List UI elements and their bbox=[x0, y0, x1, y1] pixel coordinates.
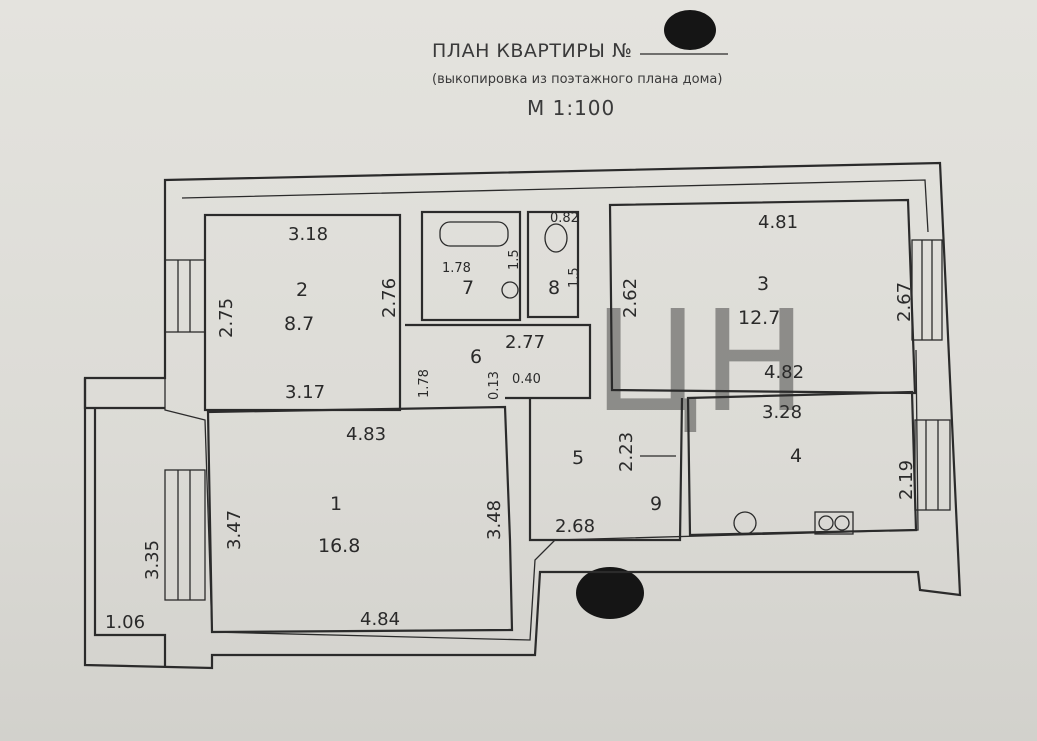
room-3-outline bbox=[608, 198, 917, 395]
plan-title: ПЛАН КВАРТИРЫ № bbox=[432, 40, 633, 62]
room-6-dim-left: 1.78 bbox=[417, 369, 432, 398]
room-2-area: 8.7 bbox=[284, 313, 314, 335]
room-1-area: 16.8 bbox=[318, 535, 360, 557]
kitchen-sink bbox=[733, 511, 757, 535]
room-1-dim-left: 3.47 bbox=[224, 510, 245, 550]
balcony-dim-w: 1.06 bbox=[105, 612, 145, 633]
window-room-1 bbox=[164, 469, 206, 601]
room-2-dim-left: 2.75 bbox=[216, 298, 237, 338]
balcony-outline bbox=[83, 378, 167, 668]
room-3-number: 3 bbox=[757, 273, 769, 295]
plan-scale: М 1:100 bbox=[527, 96, 616, 120]
room-4-number: 4 bbox=[790, 445, 802, 467]
room-9-number: 9 bbox=[650, 493, 662, 515]
room-9-dim-h: 2.23 bbox=[616, 432, 637, 472]
sink bbox=[501, 281, 519, 299]
room-6-dim-a: 0.13 bbox=[487, 371, 502, 400]
room-2-dim-right: 2.76 bbox=[379, 278, 400, 318]
room-1-outline bbox=[206, 405, 514, 634]
room-1-number: 1 bbox=[330, 493, 342, 515]
balcony-dim-h: 3.35 bbox=[142, 540, 163, 580]
room-1-dim-bottom: 4.84 bbox=[360, 609, 400, 630]
window-room-3 bbox=[911, 239, 943, 341]
bathtub bbox=[439, 221, 509, 247]
room-3-area: 12.7 bbox=[738, 307, 780, 329]
room-4-dim-right: 2.19 bbox=[896, 460, 917, 500]
room-5-number: 5 bbox=[572, 447, 584, 469]
room-3-dim-bottom: 4.82 bbox=[764, 362, 804, 383]
window-room-2 bbox=[164, 259, 206, 333]
room-2-dim-top: 3.18 bbox=[288, 224, 328, 245]
room-8-dim-w: 0.82 bbox=[550, 211, 579, 226]
room-2-number: 2 bbox=[296, 279, 308, 301]
room-3-dim-right: 2.67 bbox=[894, 282, 915, 322]
room-6-dim-b: 0.40 bbox=[512, 372, 541, 387]
window-room-4 bbox=[914, 419, 951, 511]
room-6-outline bbox=[405, 323, 592, 400]
room-1-dim-right: 3.48 bbox=[484, 500, 505, 540]
room-4-dim-top: 3.28 bbox=[762, 402, 802, 423]
room-6-number: 6 bbox=[470, 346, 482, 368]
room-8-number: 8 bbox=[548, 277, 560, 299]
redaction-blot bbox=[664, 10, 716, 50]
room-7-number: 7 bbox=[462, 277, 474, 299]
plan-subtitle: (выкопировка из поэтажного плана дома) bbox=[432, 72, 723, 87]
outer-wall bbox=[83, 161, 962, 670]
stove bbox=[814, 511, 854, 535]
room-1-dim-top: 4.83 bbox=[346, 424, 386, 445]
room-7-outline bbox=[420, 210, 522, 322]
room-3-dim-left: 2.62 bbox=[620, 278, 641, 318]
redaction-blot bbox=[576, 567, 644, 619]
room-5-dim-bottom: 2.68 bbox=[555, 516, 595, 537]
room-6-dim-top: 2.77 bbox=[505, 332, 545, 353]
room-4-outline bbox=[686, 390, 918, 537]
room-3-dim-top: 4.81 bbox=[758, 212, 798, 233]
room-7-dim-h: 1.5 bbox=[507, 249, 522, 270]
toilet-bowl bbox=[544, 223, 568, 253]
watermark: ЦН bbox=[593, 281, 807, 444]
room-2-dim-bottom: 3.17 bbox=[285, 382, 325, 403]
room-5-outline bbox=[528, 397, 684, 542]
room-8-outline bbox=[526, 210, 580, 319]
room-8-dim-h: 1.5 bbox=[567, 267, 582, 288]
room-7-dim-w: 1.78 bbox=[442, 261, 471, 276]
